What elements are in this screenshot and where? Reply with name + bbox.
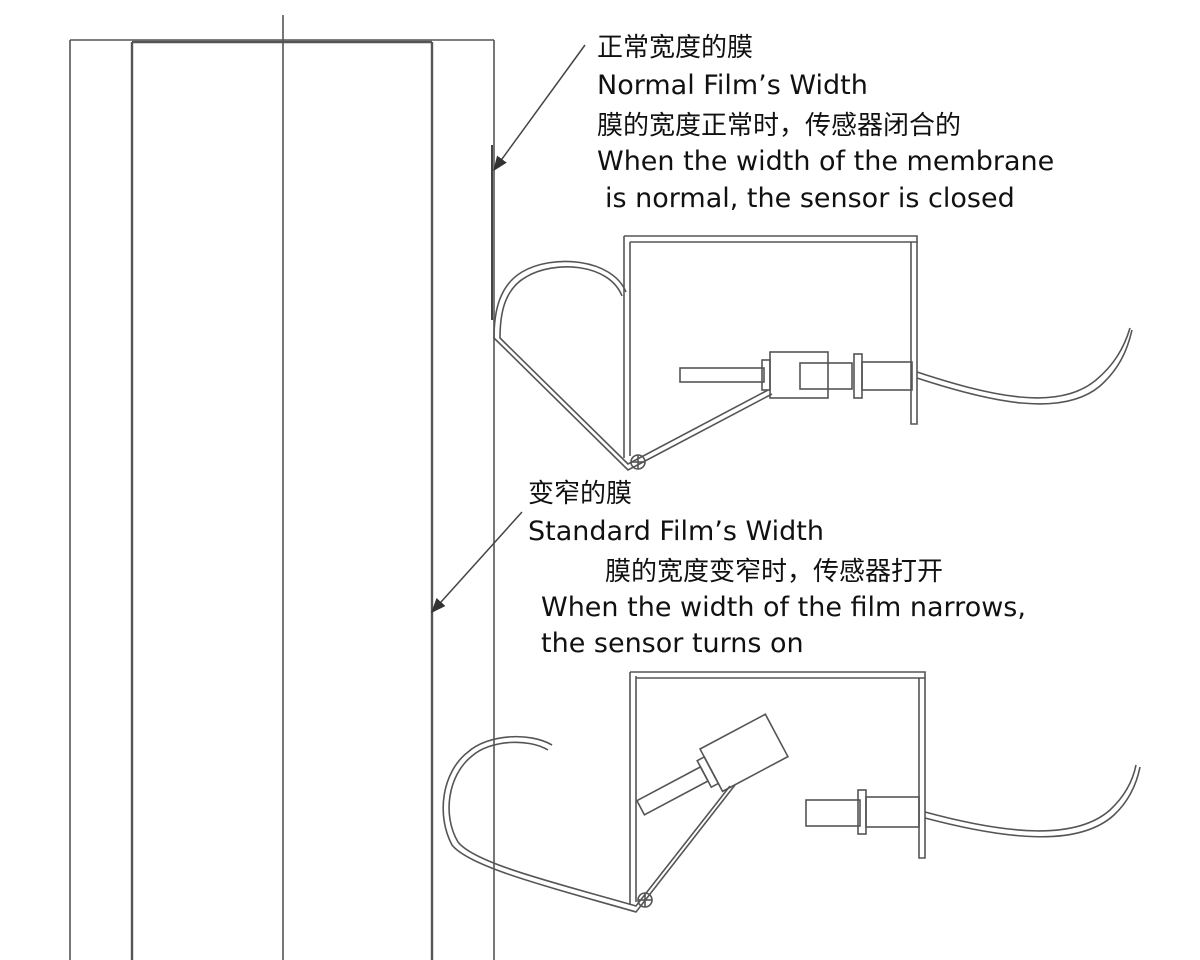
normal-film-desc-en-line2: is normal, the sensor is closed xyxy=(605,183,1015,214)
lower-sensor-contact xyxy=(805,799,861,827)
sensor-open-state xyxy=(442,671,1141,913)
upper-feeler-arm-inner xyxy=(499,266,769,465)
lower-sensor-nut xyxy=(696,755,720,789)
lower-sensor-bracket xyxy=(629,671,926,905)
narrow-film-title-en: Standard Film’s Width xyxy=(528,516,824,547)
upper-sensor-body xyxy=(769,351,829,399)
narrow-film-desc-en-line1: When the width of the film narrows, xyxy=(541,592,1026,623)
narrow-film-desc-cn: 膜的宽度变窄时，传感器打开 xyxy=(605,557,944,587)
lower-sensor-cable xyxy=(924,764,1137,832)
upper-sensor-shaft xyxy=(861,361,913,391)
film-roll xyxy=(69,15,495,960)
lower-sensor-plunger xyxy=(635,765,710,816)
sensor-closed-state xyxy=(493,235,1133,471)
lower-feeler-arm-inner xyxy=(448,741,731,907)
upper-sensor-bracket xyxy=(623,235,918,458)
upper-sensor-flange xyxy=(853,353,863,399)
normal-film-desc-en-line1: When the width of the membrane xyxy=(597,146,1055,177)
normal-film-desc-cn: 膜的宽度正常时，传感器闭合的 xyxy=(597,111,962,141)
upper-sensor-plunger xyxy=(679,367,765,383)
narrow-film-title-cn: 变窄的膜 xyxy=(528,479,633,509)
lower-sensor-body xyxy=(698,713,789,793)
narrow-film-desc-en-line2: the sensor turns on xyxy=(541,628,804,659)
lower-sensor-shaft xyxy=(865,796,920,828)
upper-feeler-arm-outer xyxy=(493,260,773,471)
normal-film-pointer-arrow xyxy=(493,44,586,172)
lower-feeler-arm-outer xyxy=(442,735,736,913)
upper-sensor-mount-plate xyxy=(910,242,918,425)
normal-film-title-cn: 正常宽度的膜 xyxy=(597,33,754,63)
upper-sensor-contact xyxy=(799,362,853,390)
normal-film-title-en: Normal Film’s Width xyxy=(597,70,868,101)
lower-sensor-mount-plate xyxy=(918,678,926,859)
upper-sensor-cable xyxy=(916,327,1131,399)
narrow-film-pointer-arrow xyxy=(430,511,523,614)
